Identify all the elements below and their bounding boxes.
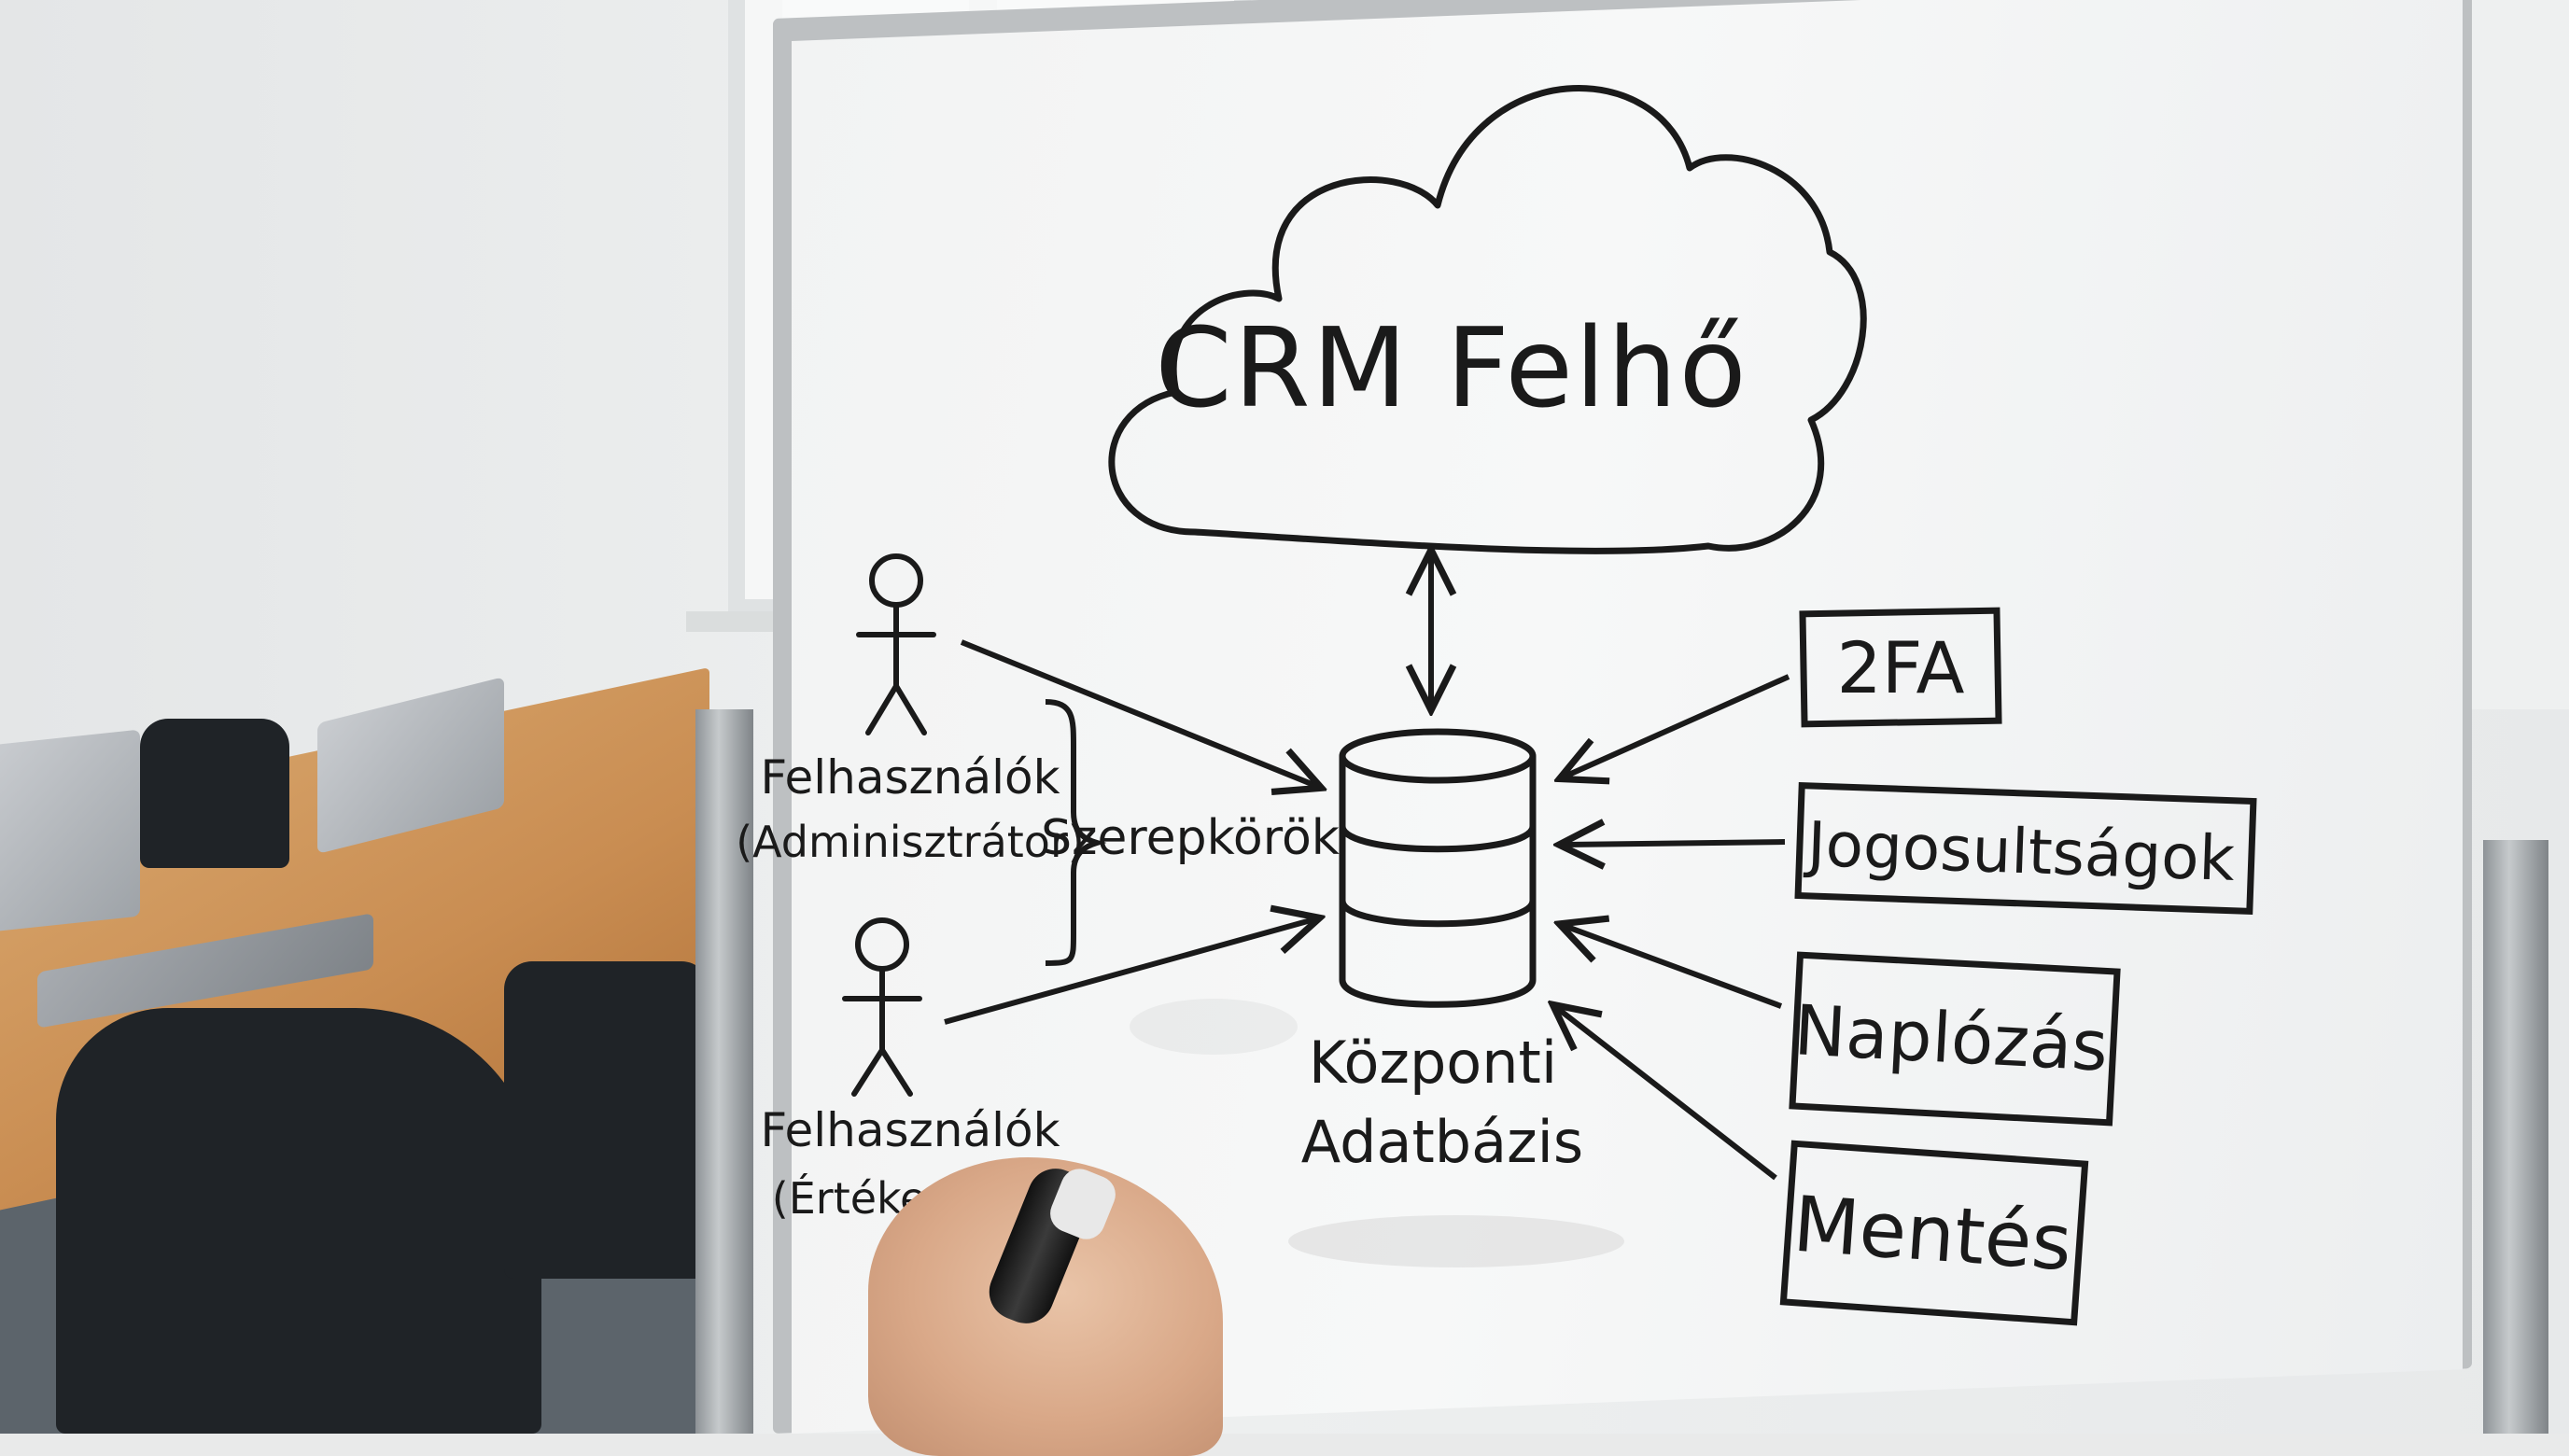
2fa-db-arrow: [1565, 674, 1790, 777]
board-stand-right: [2483, 840, 2548, 1434]
sales-db-arrow: [944, 919, 1314, 1025]
roles-brace: [1045, 699, 1107, 966]
roles-label: Szerepkörök: [1041, 810, 1340, 866]
user-admin-label-line1: Felhasználók: [760, 750, 1060, 805]
feature-box-logging: Naplózás: [1789, 951, 2121, 1127]
user-admin-label-line2: (Adminisztrátor): [736, 817, 1085, 867]
cloud-shape: [1108, 85, 1867, 554]
user-admin-icon: [856, 553, 936, 735]
feature-label-backup: Mentés: [1790, 1181, 2074, 1289]
chair-right: [504, 961, 709, 1279]
user-sales-icon: [842, 917, 922, 1097]
board-smudge: [1288, 1215, 1624, 1267]
logging-db-arrow: [1565, 926, 1783, 1009]
feature-label-logging: Naplózás: [1792, 990, 2110, 1086]
backup-db-arrow: [1557, 1008, 1777, 1181]
user-sales-label-line1: Felhasználók: [760, 1103, 1060, 1157]
database-label-line2: Adatbázis: [1301, 1108, 1583, 1176]
database-label-line1: Központi: [1309, 1029, 1557, 1097]
feature-box-permissions: Jogosultságok: [1794, 781, 2257, 916]
feature-label-permissions: Jogosultságok: [1803, 808, 2237, 895]
board-stand-left: [695, 709, 753, 1434]
database-icon: [1339, 728, 1537, 1008]
board-smudge: [1130, 999, 1298, 1055]
admin-db-arrow: [960, 639, 1316, 786]
chair-back: [140, 719, 289, 868]
chair-front: [56, 1008, 541, 1434]
feature-box-2fa: 2FA: [1799, 607, 2002, 728]
cloud-label: CRM Felhő: [1155, 303, 1748, 432]
feature-label-2fa: 2FA: [1836, 626, 1964, 709]
feature-box-backup: Mentés: [1779, 1140, 2089, 1326]
permissions-db-arrow: [1565, 842, 1786, 845]
